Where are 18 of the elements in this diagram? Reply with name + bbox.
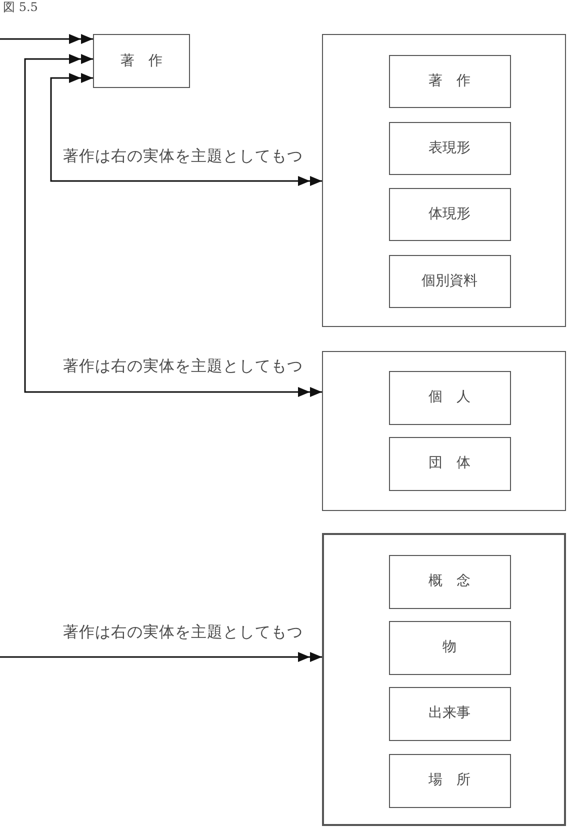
entity-box: 表現形	[388, 122, 510, 174]
group-box	[322, 34, 566, 327]
entity-box: 体現形	[388, 188, 510, 240]
edge-label: 著作は右の実体を主題としてもつ	[62, 623, 304, 642]
entity-box: 個別資料	[388, 254, 510, 308]
edge-label: 著作は右の実体を主題としてもつ	[62, 147, 304, 166]
entity-box: 著 作	[388, 54, 510, 108]
group-box	[322, 533, 566, 826]
entity-box: 著 作	[93, 34, 190, 88]
edge-label: 著作は右の実体を主題としてもつ	[62, 357, 304, 376]
figure-title: 図 5.5	[3, 0, 38, 14]
entity-box: 物	[388, 620, 510, 674]
entity-box: 団 体	[388, 436, 510, 490]
group-box	[322, 351, 566, 511]
entity-box: 出来事	[388, 686, 510, 740]
entity-box: 場 所	[388, 754, 510, 808]
entity-box: 概 念	[388, 554, 510, 608]
entity-box: 個 人	[388, 370, 510, 424]
